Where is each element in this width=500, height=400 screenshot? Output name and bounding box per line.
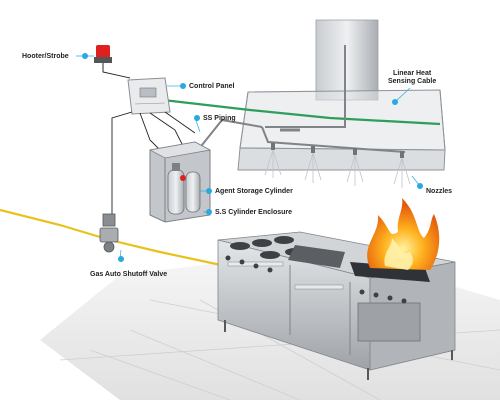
label-linear-heat-sensing-cable: Linear Heat Sensing Cable bbox=[388, 70, 437, 86]
label-ss-piping: SS Piping bbox=[203, 115, 236, 122]
gas-auto-shutoff-valve bbox=[99, 213, 119, 253]
label-agent-storage-cylinder: Agent Storage Cylinder bbox=[215, 188, 293, 195]
label-nozzles: Nozzles bbox=[426, 188, 453, 195]
ss-cylinder-enclosure bbox=[148, 141, 212, 223]
agent-storage-cylinder bbox=[167, 163, 201, 215]
label-hooter-strobe: Hooter/Strobe bbox=[22, 53, 69, 60]
label-control-panel: Control Panel bbox=[189, 83, 235, 90]
exhaust-hood bbox=[237, 19, 446, 171]
nozzles bbox=[264, 143, 411, 188]
label-ss-cylinder-enclosure: S.S Cylinder Enclosure bbox=[215, 209, 293, 216]
control-panel bbox=[127, 77, 171, 115]
fire bbox=[367, 198, 440, 270]
label-gas-auto-shutoff-valve: Gas Auto Shutoff Valve bbox=[90, 271, 168, 278]
annotation-markers bbox=[82, 53, 423, 262]
linear-heat-sensing-cable bbox=[162, 98, 441, 126]
